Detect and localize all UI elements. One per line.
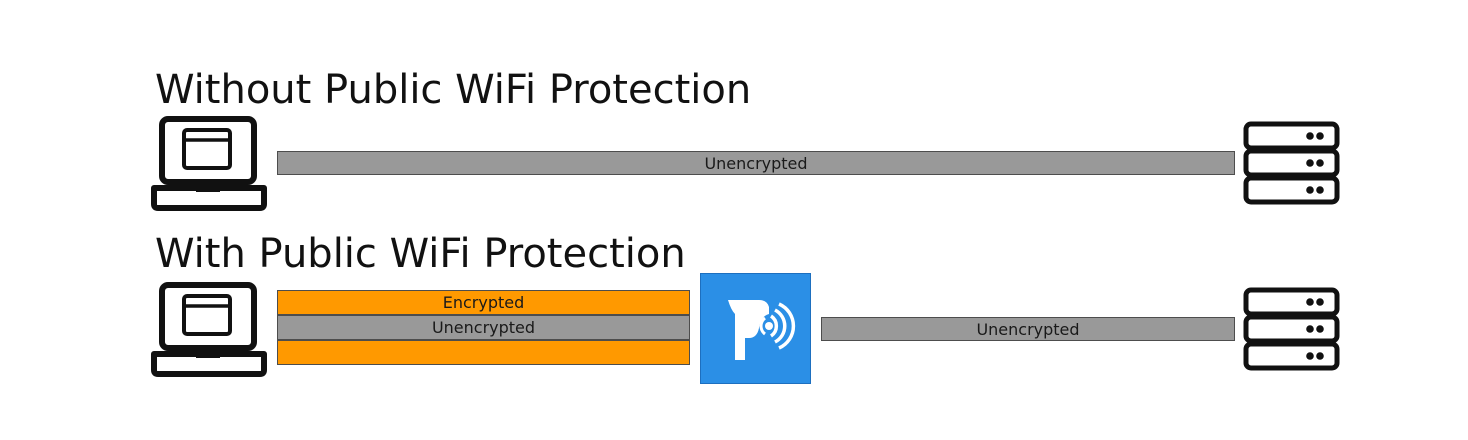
unencrypted-connection: Unencrypted	[277, 151, 1235, 175]
encrypted-tunnel: Encrypted Unencrypted	[277, 290, 690, 365]
tunnel-inner-label: Unencrypted	[431, 318, 536, 337]
unencrypted-connection-after-vpn: Unencrypted	[821, 317, 1235, 341]
vpn-server-box	[700, 273, 811, 384]
tunneled-unencrypted-connection: Unencrypted	[277, 315, 690, 340]
laptop-icon	[151, 282, 267, 377]
encrypted-layer-top: Encrypted	[277, 290, 690, 315]
server-icon	[1243, 287, 1340, 371]
encrypted-label: Encrypted	[442, 293, 525, 312]
without-protection-title: Without Public WiFi Protection	[155, 67, 752, 113]
public-wifi-protection-logo-icon	[728, 300, 796, 360]
with-protection-title: With Public WiFi Protection	[155, 231, 686, 277]
server-icon	[1243, 121, 1340, 205]
encrypted-layer-bottom	[277, 340, 690, 365]
after-vpn-label: Unencrypted	[976, 319, 1080, 339]
laptop-icon	[151, 116, 267, 211]
connection-label: Unencrypted	[704, 153, 808, 173]
